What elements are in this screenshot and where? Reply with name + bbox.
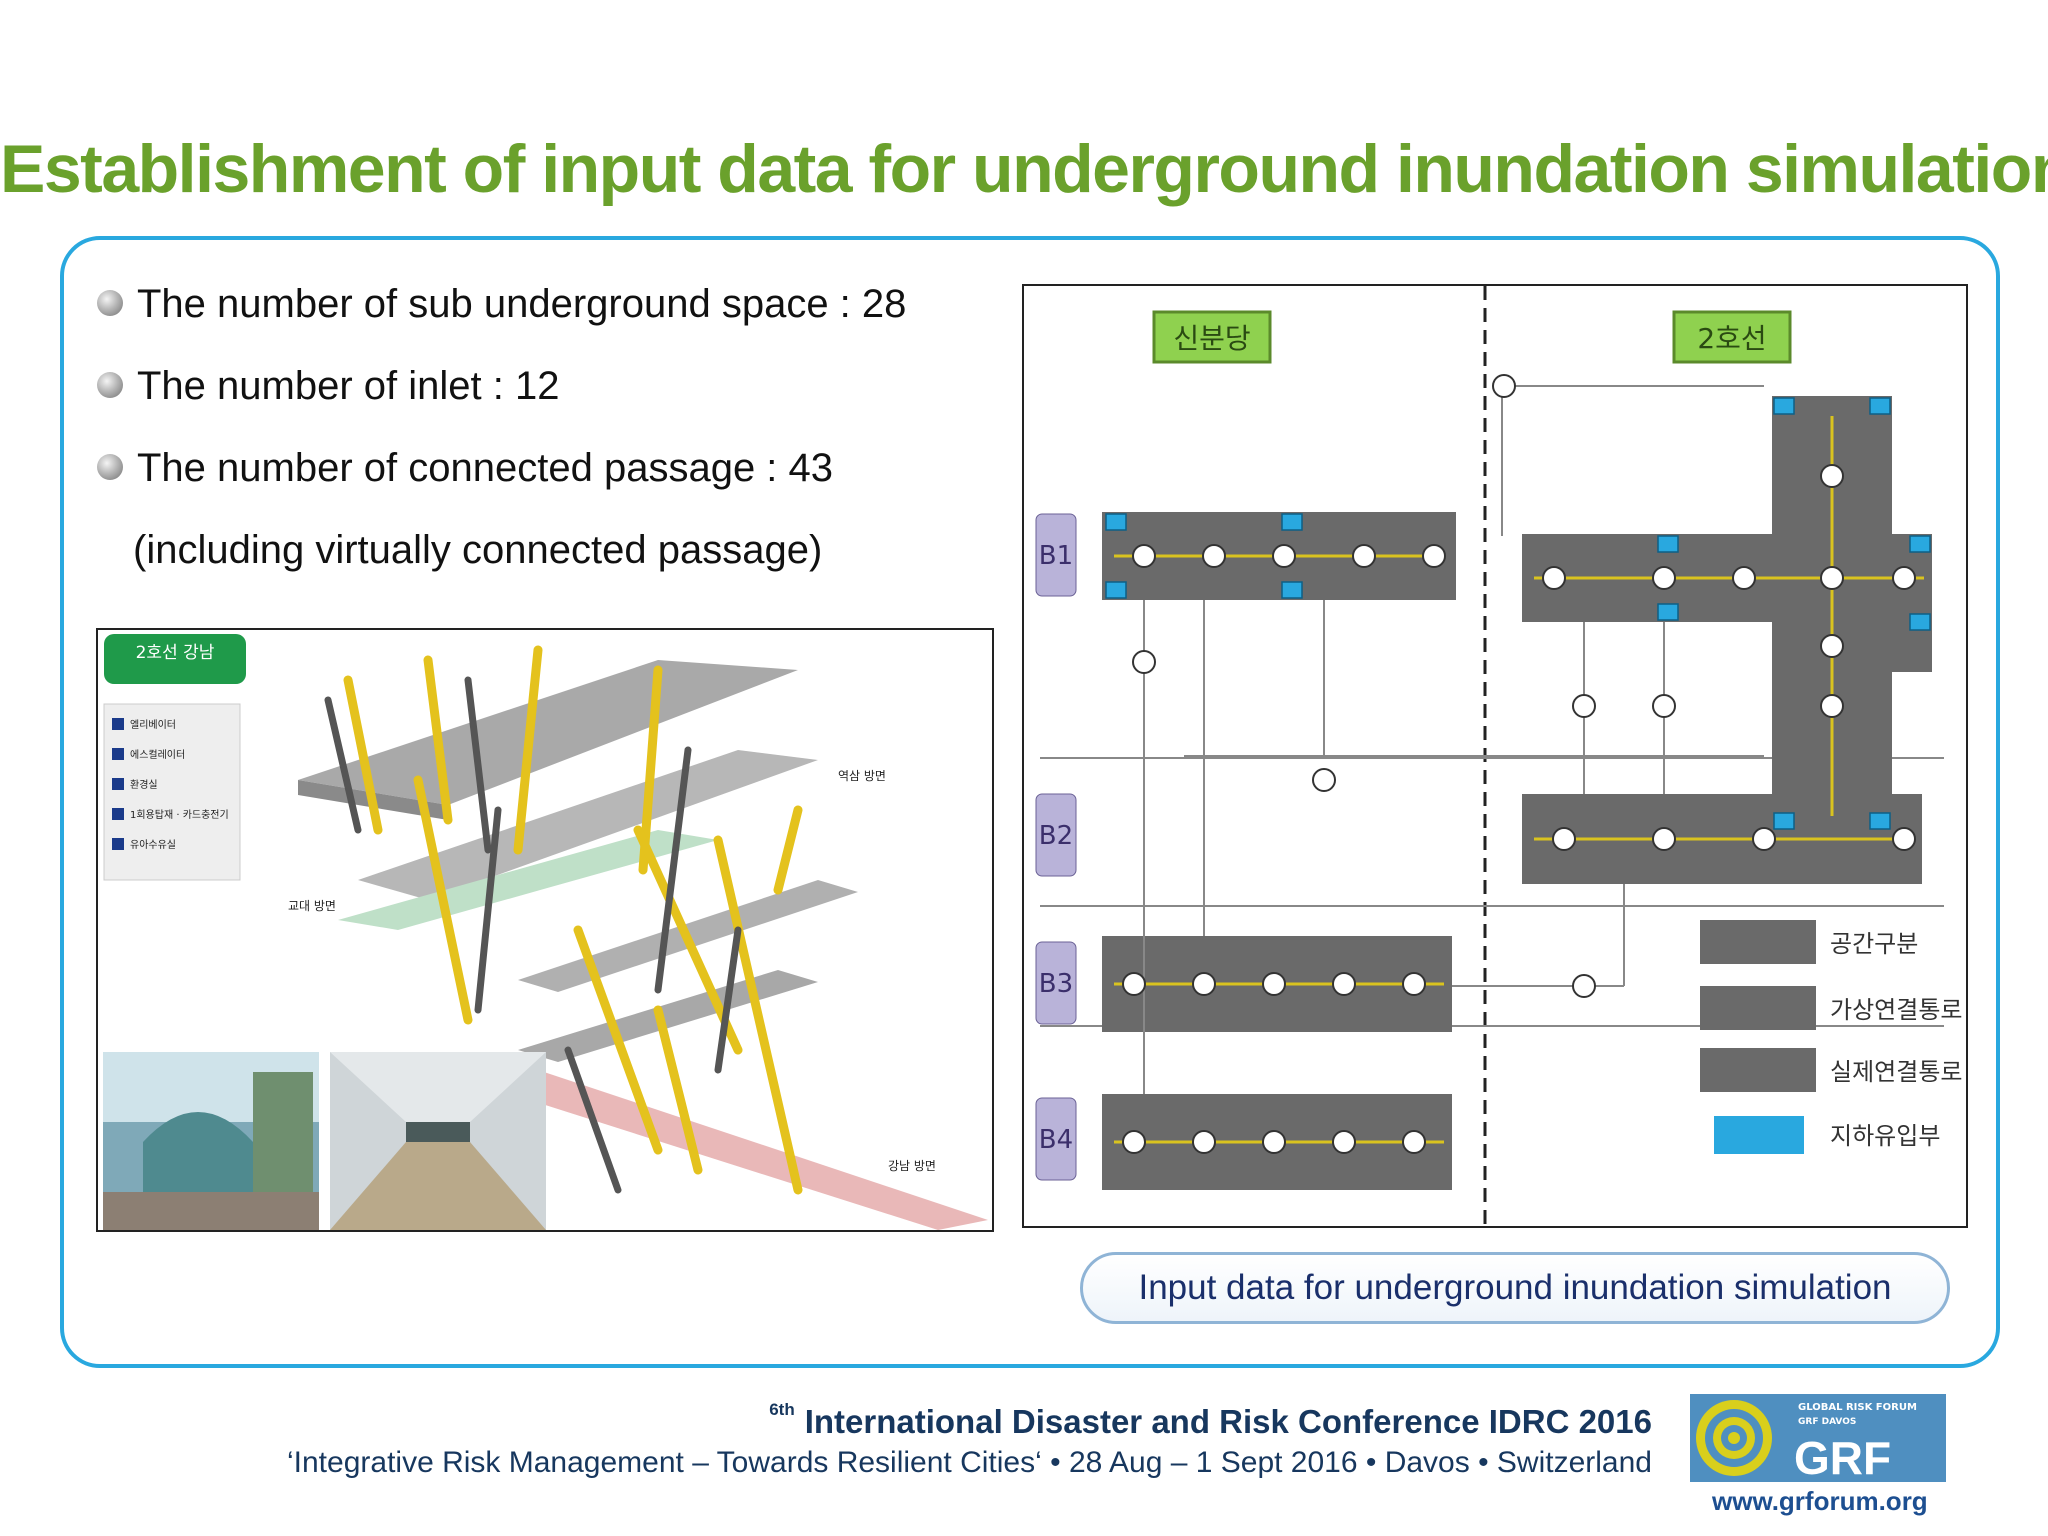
grf-logo-icon: GLOBAL RISK FORUM GRF DAVOS GRF (1690, 1394, 1946, 1482)
logo-text: GRF (1794, 1432, 1891, 1482)
legend-text: 실제연결통로 (1830, 1058, 1962, 1086)
legend-text: 유아수유실 (130, 839, 176, 851)
network-diagram-drawing: 신분당 2호선 B1 B2 B3 B4 (1035, 286, 1962, 1226)
bullet-note: (including virtually connected passage) (133, 528, 823, 572)
bullet-dot-icon (97, 290, 123, 316)
content-panel (60, 236, 2000, 1368)
station-tag: 신분당 (1173, 322, 1250, 355)
bullet-item: The number of sub underground space : 28 (95, 278, 906, 360)
direction-label: 교대 방면 (288, 899, 336, 913)
legend-text: 에스컬레이터 (130, 748, 185, 761)
station-3d-map-drawing: 2호선 강남 엘리베이터 에스컬레이터 환경실 1회용탑재 · 카드충전기 유아… (103, 634, 988, 1230)
level-label: B1 (1039, 541, 1073, 571)
legend-text: 엘리베이터 (130, 718, 176, 731)
conference-tagline: ‘Integrative Risk Management – Towards R… (287, 1446, 1652, 1479)
level-label: B2 (1039, 821, 1073, 851)
station-sign: 2호선 강남 (136, 643, 215, 663)
legend-text: 공간구분 (1830, 930, 1918, 958)
grf-url: www.grforum.org (1712, 1486, 1928, 1516)
legend-text: 가상연결통로 (1830, 996, 1962, 1024)
bullet-list: The number of sub underground space : 28… (95, 278, 906, 606)
legend-text: 지하유입부 (1830, 1122, 1940, 1150)
slide-title: Establishment of input data for undergro… (0, 131, 2048, 207)
bullet-dot-icon (97, 454, 123, 480)
logo-text: GLOBAL RISK FORUM (1798, 1402, 1917, 1413)
bullet-dot-icon (97, 372, 123, 398)
bullet-item: The number of inlet : 12 (95, 360, 906, 442)
level-label: B3 (1039, 969, 1073, 999)
legend-text: 1회용탑재 · 카드충전기 (130, 809, 229, 821)
direction-label: 역삼 방면 (838, 769, 886, 783)
level-label: B4 (1039, 1125, 1073, 1155)
conference-edition: 6th (769, 1400, 795, 1419)
station-entrance-photo (103, 1052, 319, 1230)
legend-text: 환경실 (130, 778, 158, 791)
bullet-item: The number of connected passage : 43 (95, 442, 906, 524)
station-tag: 2호선 (1697, 322, 1766, 355)
figure-caption: Input data for underground inundation si… (1080, 1252, 1950, 1324)
inundation-network-diagram: 신분당 2호선 B1 B2 B3 B4 (1022, 284, 1968, 1228)
underground-passage-photo (330, 1052, 546, 1230)
direction-label: 강남 방면 (888, 1159, 936, 1173)
logo-text: GRF DAVOS (1798, 1417, 1856, 1427)
